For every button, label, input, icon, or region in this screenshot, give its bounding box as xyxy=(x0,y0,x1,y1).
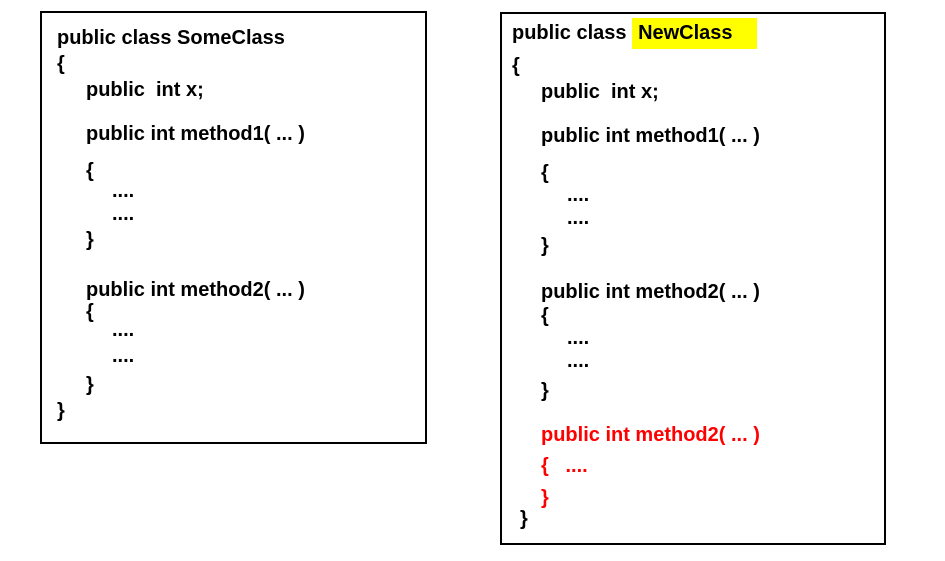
code-line-field: public int x; xyxy=(86,79,204,101)
code-line-class-close-brace: } xyxy=(57,400,65,422)
code-line-field: public int x; xyxy=(541,81,659,103)
code-line-added-method2-body: { .... xyxy=(541,455,588,477)
code-line-body-dots: .... xyxy=(567,350,590,372)
code-line-class-declaration: public class NewClass xyxy=(512,18,878,49)
code-line-close-brace: } xyxy=(86,229,94,251)
code-line-open-brace: { xyxy=(541,305,549,327)
code-line-body-dots: .... xyxy=(112,203,135,225)
code-line-close-brace: } xyxy=(86,374,94,396)
newclass-code-box: public class NewClass { public int x; pu… xyxy=(500,12,886,545)
code-line-method2-declaration: public int method2( ... ) xyxy=(541,281,760,303)
code-line-method1-declaration: public int method1( ... ) xyxy=(86,123,305,145)
code-line-class-declaration: public class SomeClass xyxy=(57,27,285,49)
code-line-open-brace: { xyxy=(86,160,94,182)
code-line-body-dots: .... xyxy=(567,327,590,349)
newclass-highlight: NewClass xyxy=(632,18,757,49)
code-line-body-dots: .... xyxy=(112,319,135,341)
someclass-code-box: public class SomeClass { public int x; p… xyxy=(40,11,427,444)
code-line-open-brace: { xyxy=(512,55,520,77)
code-line-open-brace: { xyxy=(86,301,94,323)
code-line-body-dots: .... xyxy=(112,345,135,367)
code-line-method1-declaration: public int method1( ... ) xyxy=(541,125,760,147)
code-line-open-brace: { xyxy=(541,162,549,184)
code-line-body-dots: .... xyxy=(567,207,590,229)
code-line-body-dots: .... xyxy=(567,184,590,206)
code-line-body-dots: .... xyxy=(112,180,135,202)
code-line-close-brace: } xyxy=(541,380,549,402)
class-declaration-prefix: public class xyxy=(512,22,633,44)
code-line-open-brace: { xyxy=(57,53,65,75)
code-line-class-close-brace: } xyxy=(520,508,528,530)
code-line-added-method2-declaration: public int method2( ... ) xyxy=(541,424,760,446)
code-line-added-method2-close-brace: } xyxy=(541,487,549,509)
code-line-close-brace: } xyxy=(541,235,549,257)
code-line-method2-declaration: public int method2( ... ) xyxy=(86,279,305,301)
